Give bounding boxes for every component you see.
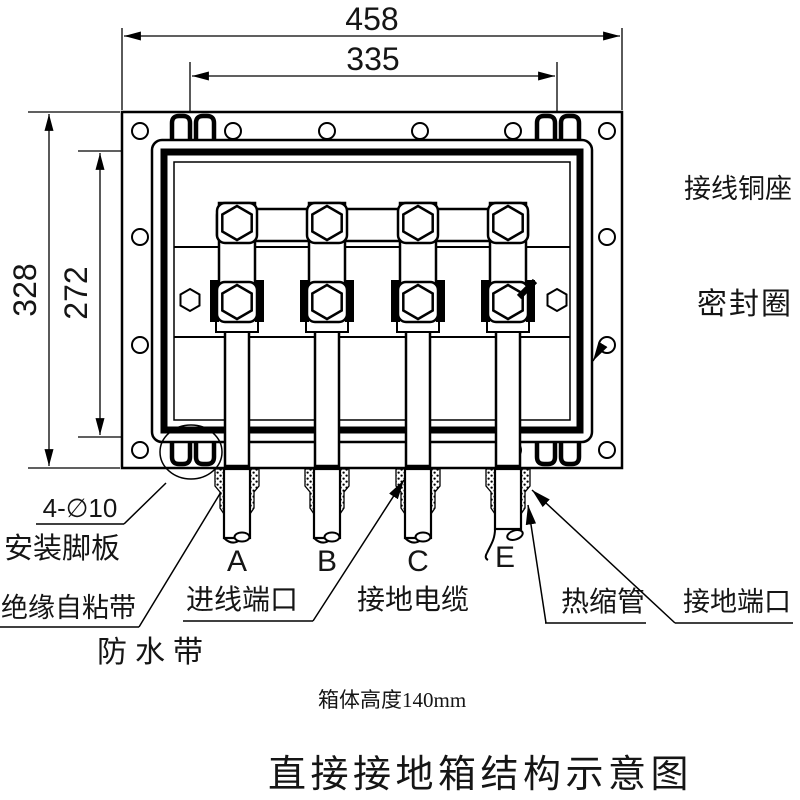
insulation-tape-label: 绝缘自粘带 xyxy=(1,593,136,623)
bolt-hole xyxy=(131,228,149,246)
dim-hole-span-value: 335 xyxy=(346,41,399,77)
bolt-hole xyxy=(598,228,616,246)
callout-insulation-tape: 绝缘自粘带 xyxy=(0,491,222,628)
side-bolt-left xyxy=(179,287,201,313)
bolt-hole xyxy=(504,122,522,140)
grounding-cable-label: 接地电缆 xyxy=(357,584,469,616)
dim-overall-height-value: 328 xyxy=(7,263,43,316)
mounting-foot-plate-label: 安装脚板 xyxy=(4,532,120,565)
cable-marker-a: A xyxy=(227,545,247,578)
callout-grounding-port: 接地端口 xyxy=(531,489,793,624)
cable-markers: A B C E xyxy=(227,541,515,578)
bolt-hole xyxy=(598,122,616,140)
bolt-hole xyxy=(131,441,149,459)
bolt-hole xyxy=(131,336,149,354)
dimension-hole-span: 335 xyxy=(189,41,558,140)
cable-glands xyxy=(213,467,531,561)
sealing-ring-frame xyxy=(160,148,584,434)
inner-panel xyxy=(173,161,571,421)
bolt-hole xyxy=(411,122,429,140)
seal-ring-pointer xyxy=(592,341,608,362)
grounding-port-label: 接地端口 xyxy=(683,587,791,617)
drawing-title: 直接接地箱结构示意图 xyxy=(268,754,693,796)
dim-inner-height-value: 272 xyxy=(58,266,94,319)
callout-hole-spec: 4-∅10 xyxy=(36,424,223,525)
bolt-hole xyxy=(131,122,149,140)
busbar-pointer-flag xyxy=(516,278,538,300)
hole-spec-label: 4-∅10 xyxy=(43,493,118,523)
cable-gland-b xyxy=(303,467,351,544)
terminal-copper-seat-label: 接线铜座 xyxy=(684,174,792,204)
box-height-note: 箱体高度140mm xyxy=(318,688,466,712)
dim-overall-width-value: 458 xyxy=(345,1,398,37)
cable-gland-e xyxy=(484,467,531,561)
cable-gland-a xyxy=(213,467,261,544)
sealing-ring-label: 密封圈 xyxy=(697,288,793,321)
bolt-hole xyxy=(598,441,616,459)
bolt-hole xyxy=(224,122,242,140)
inlet-port-label: 进线端口 xyxy=(186,584,298,616)
callout-inlet-port: 进线端口 xyxy=(183,479,405,622)
side-bolt-right xyxy=(546,287,568,313)
callout-heat-shrink-tube: 热缩管 xyxy=(525,504,646,624)
cable-gland-c xyxy=(394,467,442,544)
cable-marker-c: C xyxy=(407,545,429,578)
bolt-hole xyxy=(598,336,616,354)
heat-shrink-tube-label: 热缩管 xyxy=(561,586,645,618)
dimension-overall-height: 328 xyxy=(7,111,120,469)
waterproof-tape-label: 防水带 xyxy=(97,636,211,669)
dimension-inner-height: 272 xyxy=(58,150,154,438)
dimension-overall-width: 458 xyxy=(121,1,623,110)
cable-marker-b: B xyxy=(317,545,337,578)
clip-highlight-circle xyxy=(159,424,223,480)
bolt-hole xyxy=(318,122,336,140)
copper-busbar xyxy=(215,207,530,243)
cable-marker-e: E xyxy=(495,541,515,574)
